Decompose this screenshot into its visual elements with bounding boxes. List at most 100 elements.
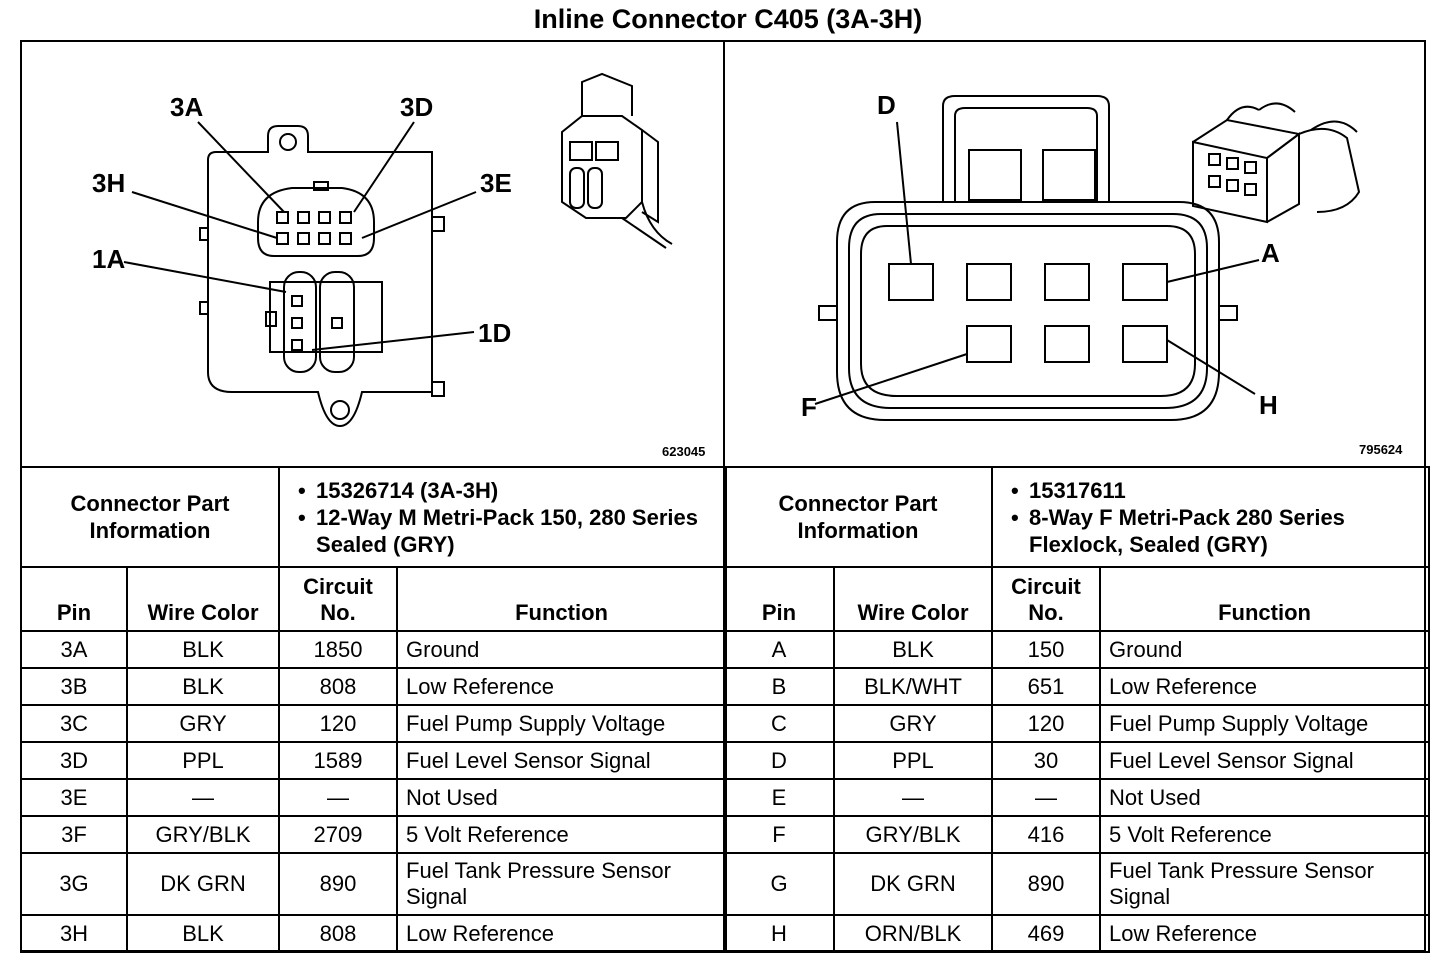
pin-cell: E <box>723 778 835 817</box>
part-info-label: Connector Part Information <box>19 466 281 568</box>
callout-d: D <box>877 90 896 120</box>
header-wire-color: Wire Color <box>125 566 281 632</box>
pin-cell: 3E <box>20 778 128 817</box>
function-cell: Not Used <box>396 778 728 817</box>
function-cell: Low Reference <box>396 667 728 706</box>
part-info-label: Connector Part Information <box>722 466 994 568</box>
connector-12-way-drawing <box>123 72 673 428</box>
wire-color-cell: GRY <box>125 704 281 743</box>
pin-cell: A <box>723 630 835 669</box>
pin-cell: 3H <box>20 914 128 953</box>
circuit-cell: 890 <box>991 852 1102 916</box>
header-circuit-no: Circuit No. <box>278 566 399 632</box>
circuit-cell: 120 <box>991 704 1102 743</box>
wire-color-cell: BLK <box>125 667 281 706</box>
pin-cell: C <box>723 704 835 743</box>
callout-a: A <box>1261 238 1280 268</box>
circuit-cell: 30 <box>991 741 1102 780</box>
pin-cell: 3F <box>20 815 128 854</box>
callout-3a: 3A <box>170 92 204 122</box>
wire-color-cell: BLK/WHT <box>832 667 994 706</box>
connector-8-way-drawing <box>814 95 1361 421</box>
pin-cell: H <box>723 914 835 953</box>
wire-color-cell: — <box>832 778 994 817</box>
callout-f: F <box>801 392 817 422</box>
left-pinout-table: Connector Part Information 15326714 (3A-… <box>19 466 728 953</box>
function-cell: Not Used <box>1099 778 1431 817</box>
part-description: 8-Way F Metri-Pack 280 Series Flexlock, … <box>1001 504 1420 558</box>
wire-color-cell: ORN/BLK <box>832 914 994 953</box>
callout-h: H <box>1259 390 1278 420</box>
wire-color-cell: BLK <box>125 630 281 669</box>
wire-color-cell: BLK <box>125 914 281 953</box>
function-cell: Ground <box>396 630 728 669</box>
circuit-cell: — <box>991 778 1102 817</box>
header-wire-color: Wire Color <box>832 566 994 632</box>
part-info: 15326714 (3A-3H) 12-Way M Metri-Pack 150… <box>278 466 728 568</box>
pin-cell: 3B <box>20 667 128 706</box>
callout-3h: 3H <box>92 168 126 198</box>
function-cell: Fuel Pump Supply Voltage <box>1099 704 1431 743</box>
circuit-cell: 808 <box>278 667 399 706</box>
right-connector-figure: D A F H 795624 <box>725 42 1424 466</box>
circuit-cell: — <box>278 778 399 817</box>
callout-1d: 1D <box>478 318 512 348</box>
wire-color-cell: PPL <box>832 741 994 780</box>
pin-cell: 3D <box>20 741 128 780</box>
callout-3d: 3D <box>400 92 434 122</box>
function-cell: Low Reference <box>396 914 728 953</box>
table-row: 3E——Not Used <box>20 778 728 817</box>
right-pinout-table: Connector Part Information 15317611 8-Wa… <box>722 466 1431 953</box>
table-row: E——Not Used <box>723 778 1431 817</box>
function-cell: Fuel Level Sensor Signal <box>396 741 728 780</box>
pin-cell: F <box>723 815 835 854</box>
pin-cell: D <box>723 741 835 780</box>
function-cell: Fuel Tank Pressure Sensor Signal <box>396 852 728 916</box>
pin-cell: 3G <box>20 852 128 916</box>
header-function: Function <box>1099 566 1431 632</box>
wire-color-cell: GRY <box>832 704 994 743</box>
header-pin: Pin <box>723 566 835 632</box>
circuit-cell: 808 <box>278 914 399 953</box>
function-cell: Fuel Level Sensor Signal <box>1099 741 1431 780</box>
wire-color-cell: — <box>125 778 281 817</box>
header-circuit-no: Circuit No. <box>991 566 1102 632</box>
pin-cell: G <box>723 852 835 916</box>
circuit-cell: 120 <box>278 704 399 743</box>
circuit-cell: 150 <box>991 630 1102 669</box>
header-function: Function <box>396 566 728 632</box>
part-description: 12-Way M Metri-Pack 150, 280 Series Seal… <box>288 504 717 558</box>
left-connector-figure: 3A 3D 3H 3E 1A 1D 623045 <box>22 42 723 466</box>
figure-id: 623045 <box>662 444 706 459</box>
wire-color-cell: BLK <box>832 630 994 669</box>
part-info: 15317611 8-Way F Metri-Pack 280 Series F… <box>991 466 1431 568</box>
wire-color-cell: GRY/BLK <box>832 815 994 854</box>
wire-color-cell: GRY/BLK <box>125 815 281 854</box>
function-cell: Fuel Tank Pressure Sensor Signal <box>1099 852 1431 916</box>
part-number: 15326714 (3A-3H) <box>288 477 717 504</box>
pin-cell: 3A <box>20 630 128 669</box>
callout-3e: 3E <box>480 168 512 198</box>
pin-cell: B <box>723 667 835 706</box>
header-pin: Pin <box>20 566 128 632</box>
function-cell: 5 Volt Reference <box>1099 815 1431 854</box>
function-cell: Ground <box>1099 630 1431 669</box>
circuit-cell: 1850 <box>278 630 399 669</box>
pin-cell: 3C <box>20 704 128 743</box>
circuit-cell: 469 <box>991 914 1102 953</box>
